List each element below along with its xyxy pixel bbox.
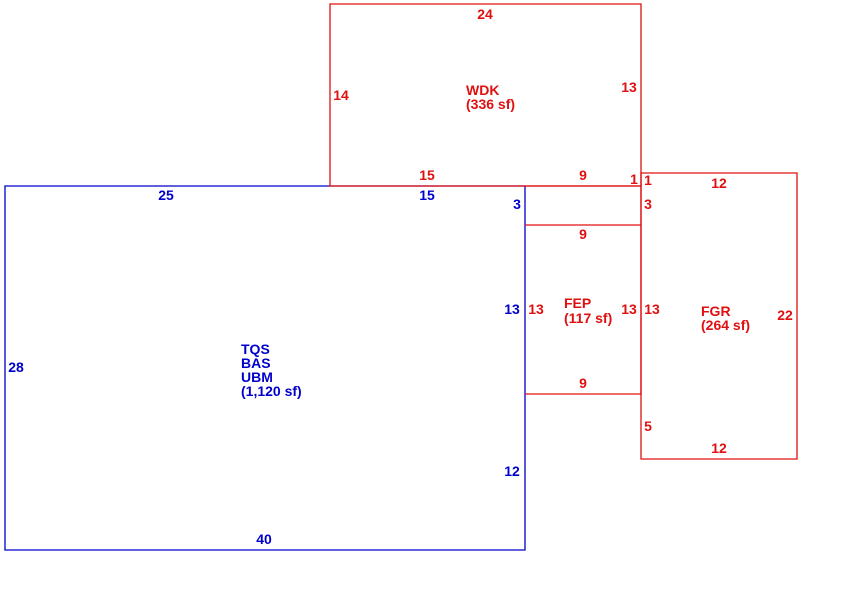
main-area-size: (1,120 sf) [241,383,302,399]
fep-area-size: (117 sf) [564,310,612,326]
main-dim-top-right: 15 [419,187,435,203]
wdk-area: WDK (336 sf) 24 14 13 15 9 1 [329,3,642,187]
fgr-dim-bottom: 12 [711,440,727,456]
fep-area: FEP (117 sf) 9 9 13 13 [525,185,642,395]
fep-outline [525,185,642,395]
fgr-dim-right: 22 [777,307,793,323]
fgr-outline [640,172,798,460]
main-dim-bottom: 40 [256,531,272,547]
fep-code: FEP [564,295,591,311]
main-area-code-1: TQS [241,341,270,357]
main-dim-top-left: 25 [158,187,174,203]
wdk-dim-left: 14 [333,87,349,103]
wdk-code: WDK [466,82,499,98]
fep-dim-bottom: 9 [579,375,587,391]
fgr-code: FGR [701,303,731,319]
main-building-area: TQS BAS UBM (1,120 sf) 25 15 3 13 12 40 … [4,185,526,551]
main-dim-right-upper: 13 [504,301,520,317]
wdk-dim-corner: 1 [630,171,638,187]
fgr-area: FGR (264 sf) 1 12 3 13 22 5 12 [640,172,798,460]
main-dim-right-lower: 12 [504,463,520,479]
fgr-dim-left: 13 [644,301,660,317]
main-dim-left: 28 [8,359,24,375]
wdk-dim-top: 24 [477,6,493,22]
main-area-code-2: BAS [241,355,271,371]
wdk-dim-bottom-left: 15 [419,167,435,183]
fgr-area-size: (264 sf) [701,317,750,333]
fep-dim-top: 9 [579,226,587,242]
fep-dim-right: 13 [621,301,637,317]
wdk-dim-right: 13 [621,79,637,95]
fgr-dim-top: 12 [711,175,727,191]
fgr-dim-corner: 1 [644,172,652,188]
fgr-dim-lower-left: 5 [644,418,652,434]
fep-dim-left: 13 [528,301,544,317]
fgr-dim-notch: 3 [644,196,652,212]
wdk-area-size: (336 sf) [466,96,515,112]
main-area-code-3: UBM [241,369,273,385]
wdk-dim-bottom-right: 9 [579,167,587,183]
main-dim-notch: 3 [513,196,521,212]
